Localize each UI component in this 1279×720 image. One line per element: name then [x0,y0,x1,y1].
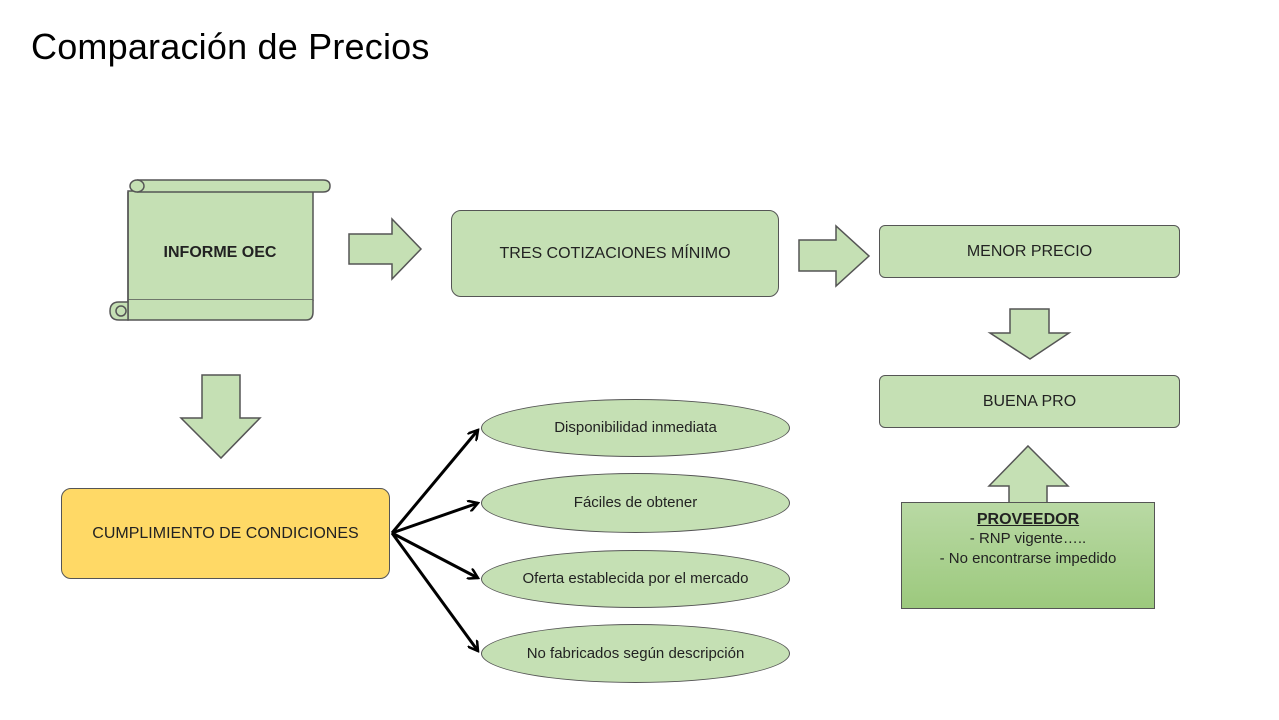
condition-oval-1: Disponibilidad inmediata [481,399,790,457]
cotizaciones-label: TRES COTIZACIONES MÍNIMO [499,244,731,262]
arrow-down-right [987,308,1072,360]
condition-label: No fabricados según descripción [526,644,745,662]
cotizaciones-box: TRES COTIZACIONES MÍNIMO [451,210,779,297]
condition-label: Oferta establecida por el mercado [522,570,749,587]
buena-pro-box: BUENA PRO [879,375,1180,428]
cumplimiento-box: CUMPLIMIENTO DE CONDICIONES [61,488,390,579]
condition-oval-2: Fáciles de obtener [481,473,790,533]
informe-oec-label: INFORME OEC [163,244,277,261]
menor-precio-label: MENOR PRECIO [966,242,1093,260]
proveedor-line-1: - RNP vigente….. [969,530,1087,547]
menor-precio-box: MENOR PRECIO [879,225,1180,278]
condition-label: Disponibilidad inmediata [554,419,717,436]
proveedor-heading: PROVEEDOR [976,511,1080,528]
arrow-right-2 [798,224,871,288]
arrow-down-left [179,374,262,460]
condition-oval-4: No fabricados según descripción [481,624,790,683]
arrow-up [987,444,1070,504]
condition-label: Fáciles de obtener [573,494,698,511]
arrow-right-1 [348,217,423,281]
page-title: Comparación de Precios [31,26,430,67]
scroll-shape [109,179,331,321]
cumplimiento-label: CUMPLIMIENTO DE CONDICIONES [92,524,359,542]
condition-connectors [390,430,478,651]
buena-pro-label: BUENA PRO [982,392,1077,410]
proveedor-box: PROVEEDOR - RNP vigente….. - No encontra… [901,502,1155,609]
condition-oval-3: Oferta establecida por el mercado [481,550,790,608]
proveedor-line-2: - No encontrarse impedido [939,550,1117,567]
